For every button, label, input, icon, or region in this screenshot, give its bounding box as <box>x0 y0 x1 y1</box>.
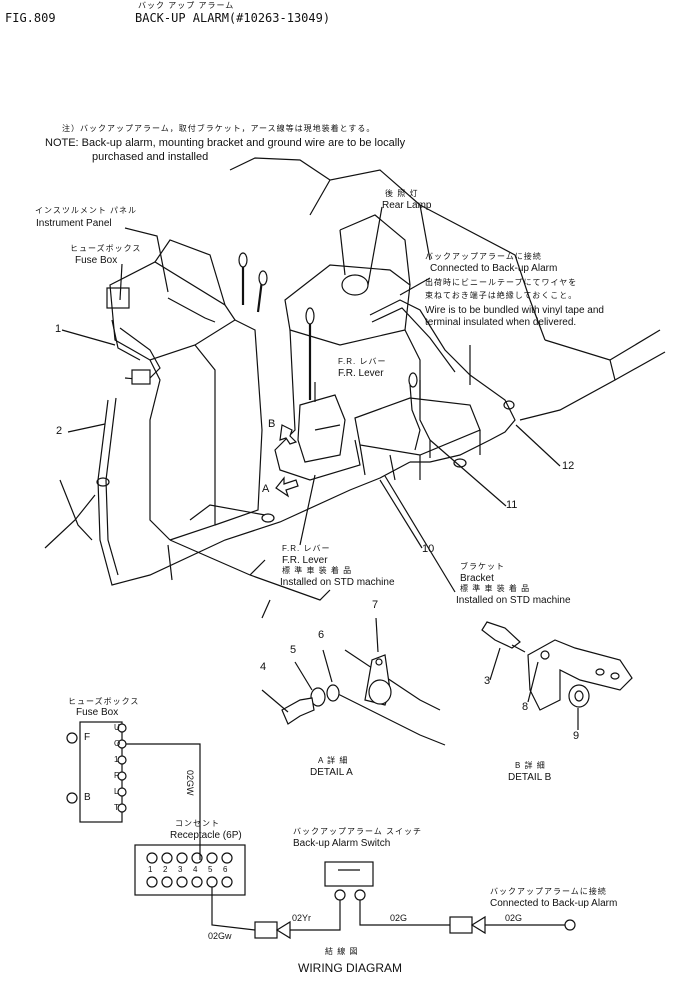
fuse-terminal-t: T <box>114 803 119 812</box>
connected-label: Connected to Back-up Alarm <box>430 263 558 274</box>
callout-2: 2 <box>56 425 63 437</box>
bundled-note-2: terminal insulated when delivered. <box>425 317 577 328</box>
connected-label-jp: バックアップアラームに接続 <box>425 252 542 261</box>
fuse-box-label-jp: ヒューズボックス <box>70 244 142 253</box>
callout-5: 5 <box>290 644 297 656</box>
note-english-line2: purchased and installed <box>92 151 209 163</box>
wire-02gw-label: 02Gw <box>208 931 232 941</box>
std-machine-label-jp: 標 準 車 装 着 品 <box>282 566 353 575</box>
note-english-line1: NOTE: Back-up alarm, mounting bracket an… <box>45 137 406 149</box>
note-japanese: 注）バックアップアラーム，取付ブラケット，アース線等は現地装着とする。 <box>62 124 376 133</box>
callout-4: 4 <box>260 661 267 673</box>
fr-lever-assembly <box>297 307 346 463</box>
wiring-fuse-box-label-jp: ヒューズボックス <box>68 697 140 706</box>
fr-lever2-label: F.R. Lever <box>282 555 328 566</box>
receptacle-label-jp: コンセント <box>175 819 220 828</box>
receptacle-pin-6: 6 <box>223 865 228 874</box>
callout-10: 10 <box>422 543 435 555</box>
std-machine2-label: Installed on STD machine <box>456 595 571 606</box>
wiring-receptacle <box>134 844 256 931</box>
seat-and-base <box>274 214 421 481</box>
receptacle-pin-4: 4 <box>193 865 198 874</box>
wire-harness <box>44 297 516 586</box>
bundled-note-jp-2: 束ねておき端子は絶縁しておくこと。 <box>425 291 578 300</box>
fr-lever-label-jp: F.R. レバー <box>338 357 387 366</box>
wiring-switch <box>290 861 450 931</box>
receptacle-pin-5: 5 <box>208 865 213 874</box>
receptacle-pin-1: 1 <box>148 865 153 874</box>
instrument-panel-label: Instrument Panel <box>36 218 112 229</box>
switch-label: Back-up Alarm Switch <box>293 838 391 849</box>
switch-label-jp: バックアップアラーム スイッチ <box>293 827 422 836</box>
wiring-fuse-box <box>66 721 201 860</box>
view-b-marker: B <box>268 418 276 430</box>
wiring-connectors <box>254 915 576 940</box>
wire-02gw-vertical: 02GW <box>185 770 195 796</box>
wire-02yr-label: 02Yr <box>292 913 312 923</box>
wire-02g-label-a: 02G <box>390 913 408 923</box>
rear-lamp-label: Rear Lamp <box>382 200 432 211</box>
battery-box <box>354 397 481 480</box>
fuse-terminal-b: B <box>84 792 91 803</box>
instrument-panel-label-jp: インスツルメント パネル <box>35 206 138 215</box>
fuse-terminal-r: R <box>114 771 120 780</box>
view-a-marker: A <box>262 483 270 495</box>
detail-a-drawing <box>261 617 446 746</box>
detail-b-label: DETAIL B <box>508 772 552 783</box>
callout-8: 8 <box>522 701 529 713</box>
callout-6: 6 <box>318 629 325 641</box>
wiring-fuse-box-label: Fuse Box <box>76 707 119 718</box>
callout-1: 1 <box>55 323 62 335</box>
receptacle-pin-2: 2 <box>163 865 168 874</box>
callout-9: 9 <box>573 730 580 742</box>
callout-12: 12 <box>562 460 575 472</box>
control-levers <box>238 252 268 313</box>
receptacle-label: Receptacle (6P) <box>170 830 242 841</box>
title-japanese: バック アップ アラーム <box>138 1 235 10</box>
detail-a-label-jp: A 詳 細 <box>318 756 349 765</box>
instrument-panel-housing <box>106 239 263 541</box>
figure-title: BACK-UP ALARM(#10263-13049) <box>135 11 331 25</box>
machine-body-outline <box>169 157 666 619</box>
receptacle-pin-3: 3 <box>178 865 183 874</box>
fuse-terminal-f: F <box>84 732 91 743</box>
detail-b-label-jp: B 詳 細 <box>515 761 546 770</box>
detail-b-drawing <box>481 621 633 730</box>
leader-lines <box>61 206 561 593</box>
bundled-note-jp-1: 出荷時にビニールテープにてワイヤを <box>425 278 578 287</box>
bundled-note-1: Wire is to be bundled with vinyl tape an… <box>425 305 604 316</box>
fuse-terminal-1: 1 <box>114 755 119 764</box>
std-machine-label: Installed on STD machine <box>280 577 395 588</box>
fuse-terminal-o: O <box>114 739 121 748</box>
view-arrows <box>275 424 299 498</box>
wiring-diagram-title: WIRING DIAGRAM <box>298 961 402 975</box>
wiring-connected-label-jp: バックアップアラームに接続 <box>490 887 607 896</box>
fr-lever2-label-jp: F.R. レバー <box>282 544 331 553</box>
wiring-diagram-title-jp: 結 線 図 <box>325 947 359 956</box>
std-machine2-label-jp: 標 準 車 装 着 品 <box>460 584 531 593</box>
fuse-box-label: Fuse Box <box>75 255 118 266</box>
detail-a-label: DETAIL A <box>310 767 353 778</box>
bracket-label: Bracket <box>460 573 494 584</box>
fr-lever-label: F.R. Lever <box>338 368 384 379</box>
wiring-connected-label: Connected to Back-up Alarm <box>490 898 618 909</box>
fuse-terminal-l: L <box>114 787 119 796</box>
fuse-terminal-u: U <box>114 723 120 732</box>
bracket-label-jp: ブラケット <box>460 562 505 571</box>
figure-number: FIG.809 <box>5 11 56 25</box>
callout-11: 11 <box>506 499 518 511</box>
wire-02g-label-b: 02G <box>505 913 523 923</box>
callout-3: 3 <box>484 675 491 687</box>
callout-7: 7 <box>372 599 379 611</box>
rear-lamp-label-jp: 後 照 灯 <box>385 189 419 198</box>
